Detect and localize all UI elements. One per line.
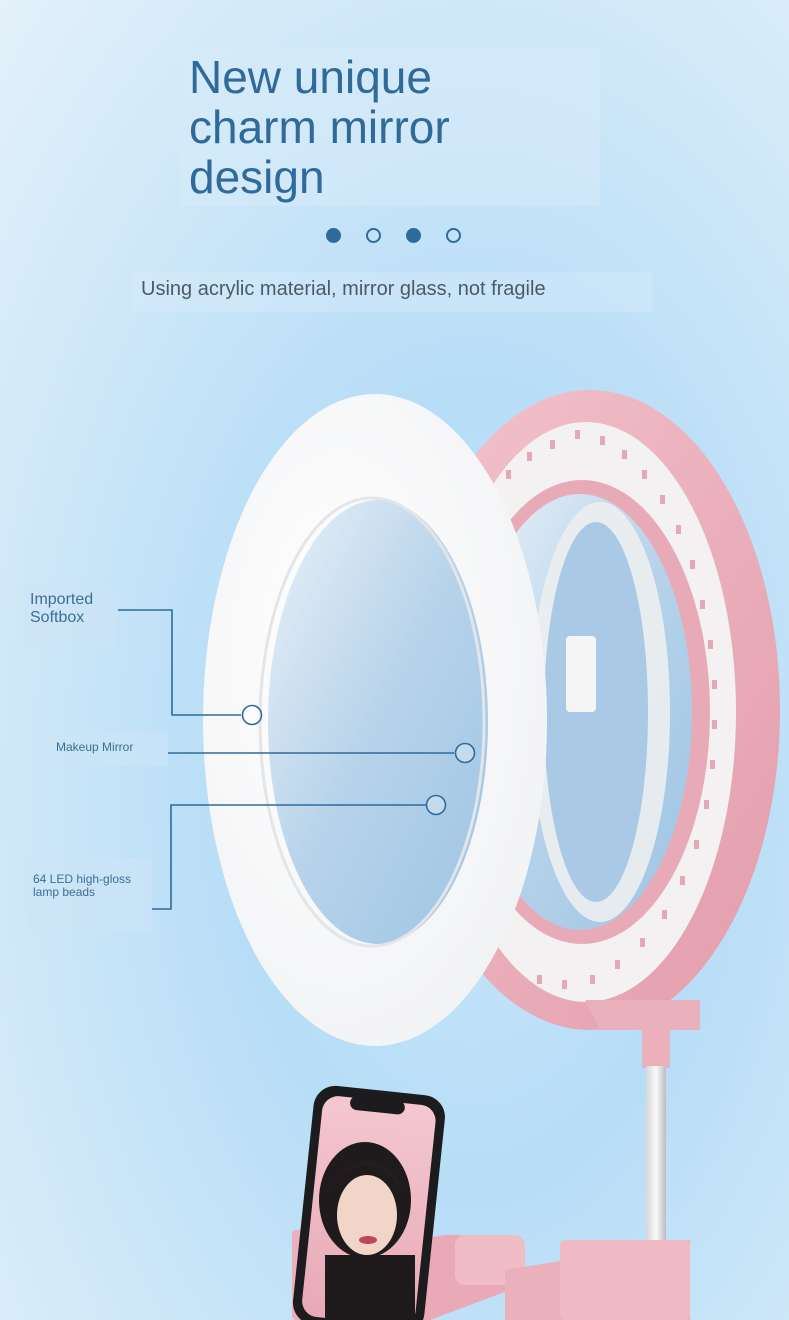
mirror-label-backdrop	[50, 732, 168, 766]
title-backdrop	[180, 48, 600, 206]
led-callout-line	[152, 804, 426, 910]
pagination-dot-3[interactable]	[406, 228, 421, 243]
softbox-ring	[203, 394, 547, 1046]
softbox-callout-marker	[241, 704, 263, 726]
softbox-callout-line	[118, 609, 241, 716]
smartphone	[292, 1085, 445, 1320]
led-label-backdrop	[27, 858, 152, 933]
led-beads-label: 64 LED high-gloss lamp beads	[33, 872, 132, 899]
callout-lines	[118, 609, 476, 910]
subtitle: Using acrylic material, mirror glass, no…	[141, 278, 546, 300]
pagination-dot-2[interactable]	[366, 228, 381, 243]
subtitle-backdrop	[132, 272, 652, 312]
softbox-label-backdrop	[23, 585, 116, 647]
softbox-label: Imported Softbox	[30, 591, 94, 626]
pagination-dot-1[interactable]	[326, 228, 341, 243]
makeup-mirror-label: Makeup Mirror	[56, 740, 134, 754]
page-title: New unique charm mirror design	[189, 51, 450, 203]
support-pole	[642, 1028, 670, 1266]
phone-screen-portrait	[319, 1142, 415, 1320]
pagination-dot-4[interactable]	[446, 228, 461, 243]
mirror-callout-marker	[454, 742, 476, 764]
led-callout-marker	[425, 794, 447, 816]
led-bead-row	[506, 430, 717, 989]
